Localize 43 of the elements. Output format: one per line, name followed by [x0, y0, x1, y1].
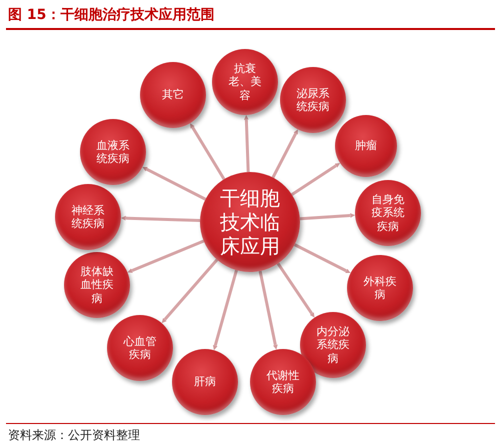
center-circle	[200, 172, 300, 272]
block-arrow	[162, 258, 218, 324]
disease-circle	[107, 315, 173, 381]
block-arrow	[291, 163, 340, 196]
figure-title: 图 15：干细胞治疗技术应用范围	[8, 6, 214, 24]
disease-circle	[280, 67, 346, 133]
circle-label: 血液系统疾病	[96, 138, 130, 166]
circle-label: 肢体缺血性疾病	[80, 265, 114, 305]
disease-circle	[80, 119, 146, 185]
disease-circle	[55, 184, 121, 250]
block-arrow	[276, 262, 315, 318]
circle-label: 心血管疾病	[122, 334, 158, 362]
block-arrow	[294, 243, 351, 274]
disease-circle	[140, 62, 206, 128]
circle-label: 泌尿系统疾病	[296, 86, 330, 114]
disease-circle	[347, 255, 413, 321]
disease-circle	[212, 49, 278, 115]
block-arrow	[212, 270, 238, 350]
disease-circle	[250, 349, 316, 415]
disease-circle	[355, 180, 421, 246]
circle-label: 自身免疫系统疾病	[370, 193, 406, 233]
disease-circle	[64, 252, 130, 318]
block-arrow	[258, 270, 278, 350]
circle-label: 其它	[162, 88, 184, 102]
block-arrow	[272, 129, 298, 178]
block-arrow	[142, 167, 206, 201]
circle-label: 代谢性疾病	[266, 368, 300, 396]
block-arrow	[190, 123, 226, 180]
circle-label: 干细胞技术临床应用	[220, 186, 280, 258]
block-arrow	[128, 240, 204, 273]
disease-circle	[300, 312, 366, 378]
circle-label: 抗衰老、美容	[228, 62, 262, 102]
circle-label: 肿瘤	[355, 139, 377, 153]
disease-circle	[172, 349, 238, 415]
block-arrow	[300, 213, 356, 220]
block-arrow	[120, 216, 200, 222]
block-arrow	[244, 114, 250, 172]
circle-label: 肝病	[194, 375, 216, 389]
circle-label: 外科疾病	[362, 274, 398, 302]
disease-circle	[335, 115, 397, 177]
circle-label: 神经系统疾病	[70, 204, 106, 230]
circle-label: 内分泌系统疾病	[316, 325, 350, 365]
source-note: 资料来源：公开资料整理	[8, 427, 140, 444]
